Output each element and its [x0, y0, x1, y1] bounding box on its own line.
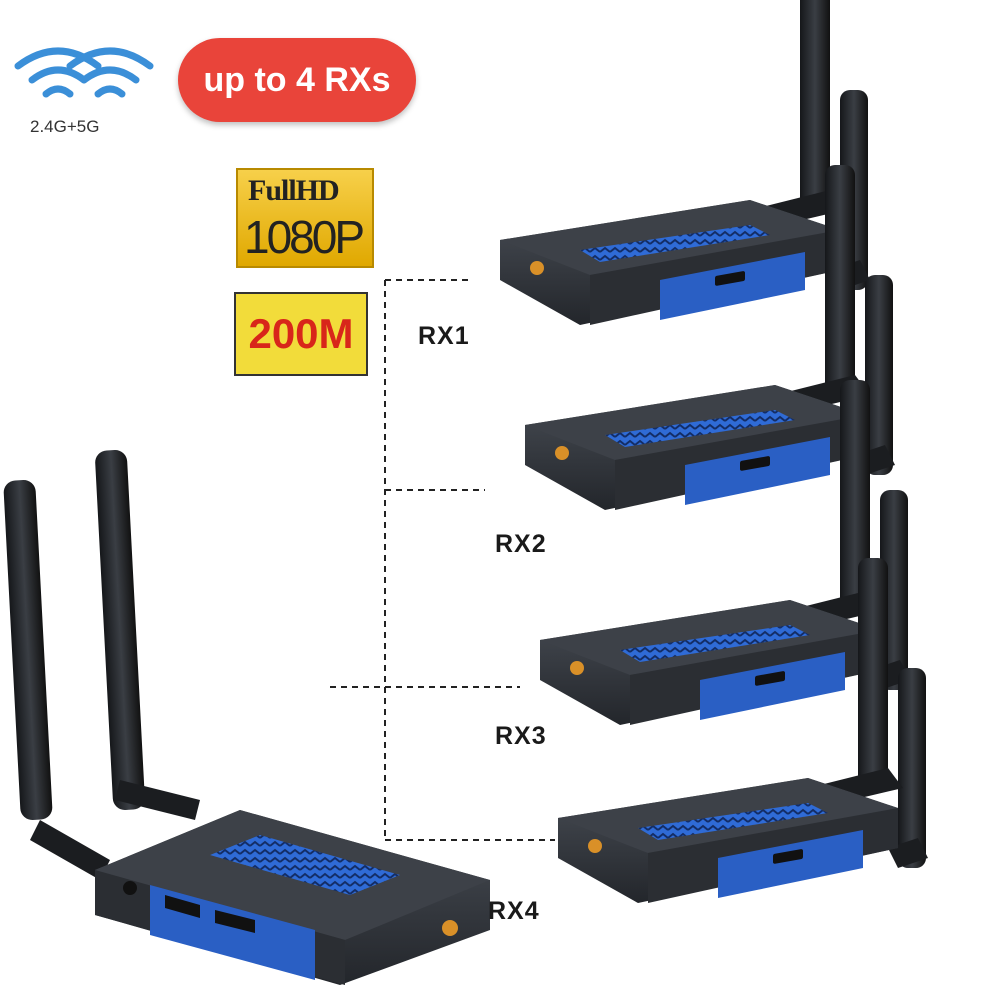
- connection-lines: [330, 279, 555, 841]
- receiver-device-1: [500, 0, 870, 325]
- rx2-label: RX2: [495, 530, 547, 558]
- rx3-label: RX3: [495, 722, 547, 750]
- fullhd-label: FullHD: [248, 174, 340, 207]
- fullhd-badge: FullHD 1080P: [236, 168, 374, 268]
- rx4-label: RX4: [488, 897, 540, 925]
- resolution-label: 1080P: [244, 211, 365, 263]
- receivers-badge: up to 4 RXs: [178, 38, 416, 122]
- rx1-label: RX1: [418, 322, 470, 350]
- wifi-icon: [14, 47, 154, 98]
- wifi-band-label: 2.4G+5G: [30, 117, 100, 136]
- range-badge: 200M: [234, 292, 368, 376]
- transmitter-device: [3, 450, 490, 985]
